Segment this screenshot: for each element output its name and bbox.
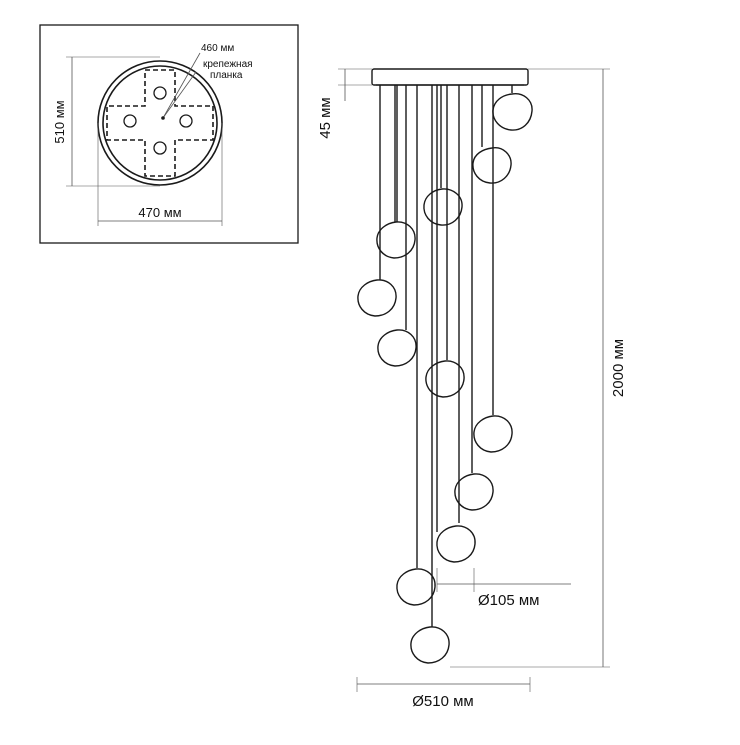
pendant-shade: [410, 626, 450, 664]
canopy-diameter-label: Ø510 мм: [412, 693, 474, 710]
mounting-bracket-cross: [106, 69, 214, 177]
pendant-shade: [473, 415, 513, 453]
leader-bracket: [162, 71, 197, 119]
top-view-frame: [39, 24, 299, 244]
leader-dot: [161, 116, 165, 120]
pendant-shade: [472, 147, 512, 184]
pendant-shade: [396, 568, 436, 606]
pendant-shade: [436, 525, 476, 563]
canopy-inner-ring: [102, 65, 218, 181]
mount-hole-right: [179, 114, 193, 128]
top-height-label: 510 мм: [52, 100, 67, 143]
leader-diameter: [162, 52, 201, 119]
pendant-shade: [492, 93, 533, 131]
side-view: 45 мм 2000 мм Ø105 мм Ø510 мм: [317, 68, 627, 710]
top-diameter-label: 460 мм: [201, 43, 234, 54]
pendant-shade: [423, 188, 463, 226]
shade-diameter-label: Ø105 мм: [478, 592, 540, 609]
pendant-shade: [425, 360, 465, 398]
top-width-label: 470 мм: [138, 205, 181, 220]
pendant-shade: [377, 329, 417, 367]
ceiling-canopy: [371, 68, 529, 86]
pendants: [357, 85, 533, 664]
bracket-label-line2: планка: [210, 70, 243, 81]
mount-hole-top: [153, 86, 167, 100]
bracket-label-line1: крепежная: [203, 59, 253, 70]
pendant-shade: [357, 279, 397, 317]
canopy-height-label: 45 мм: [317, 97, 334, 138]
pendant-shade: [376, 221, 416, 259]
mount-hole-bottom: [153, 141, 167, 155]
total-height-label: 2000 мм: [610, 339, 627, 397]
canopy-outer-ring: [97, 60, 223, 186]
top-view: 460 мм крепежная планка 510 мм 470 мм: [39, 24, 299, 244]
pendant-shade: [454, 473, 494, 511]
mount-hole-left: [123, 114, 137, 128]
